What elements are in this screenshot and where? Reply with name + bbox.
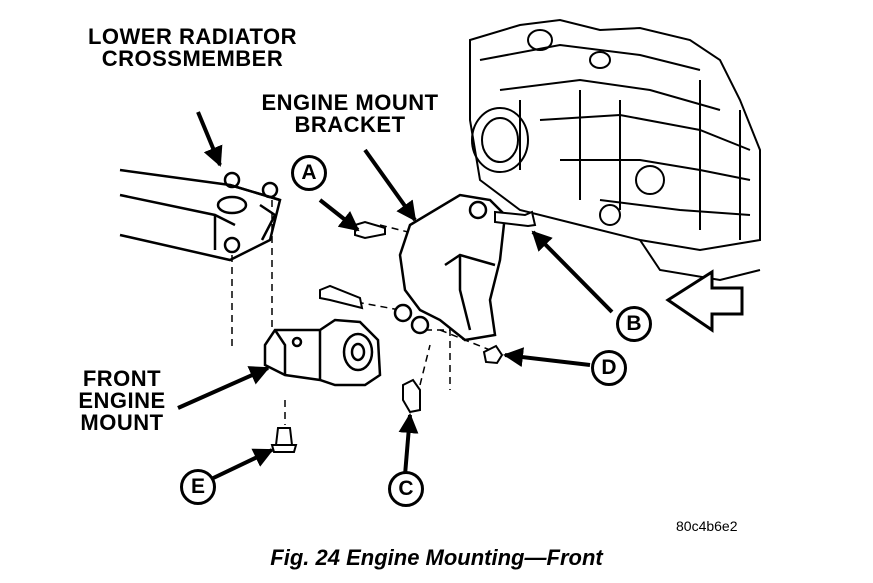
engine-block [469, 18, 761, 282]
label-engine-mount-bracket-line1: ENGINE MOUNT [261, 90, 439, 115]
callout-c: C [388, 471, 424, 507]
leader-arrows [177, 111, 614, 484]
bolt-e [270, 427, 298, 453]
image-code: 80c4b6e2 [676, 518, 738, 534]
bolt-d [482, 344, 504, 365]
label-front-engine-mount-line1: FRONT [82, 366, 162, 391]
label-lower-radiator-line1: LOWER RADIATOR [87, 24, 298, 49]
label-engine-mount-bracket: ENGINE MOUNT BRACKET [240, 92, 460, 136]
label-lower-radiator-line2: CROSSMEMBER [101, 46, 284, 71]
label-lower-radiator-crossmember: LOWER RADIATOR CROSSMEMBER [60, 26, 325, 70]
label-engine-mount-bracket-line2: BRACKET [294, 112, 406, 137]
callout-d: D [591, 350, 627, 386]
bolt-mount-upper [319, 284, 364, 310]
direction-arrow [665, 269, 744, 333]
bolt-b [494, 210, 537, 228]
callout-e: E [180, 469, 216, 505]
label-front-engine-mount: FRONT ENGINE MOUNT [62, 368, 182, 434]
crossmember [119, 168, 282, 262]
callout-a: A [291, 155, 327, 191]
figure-caption: Fig. 24 Engine Mounting—Front [270, 545, 603, 570]
engine-mount-bracket [393, 193, 507, 342]
label-front-engine-mount-line2: ENGINE [78, 388, 166, 413]
callout-b: B [616, 306, 652, 342]
bolt-a [354, 220, 386, 240]
front-engine-mount [263, 318, 382, 387]
label-front-engine-mount-line3: MOUNT [80, 410, 164, 435]
bolt-c [402, 378, 421, 414]
